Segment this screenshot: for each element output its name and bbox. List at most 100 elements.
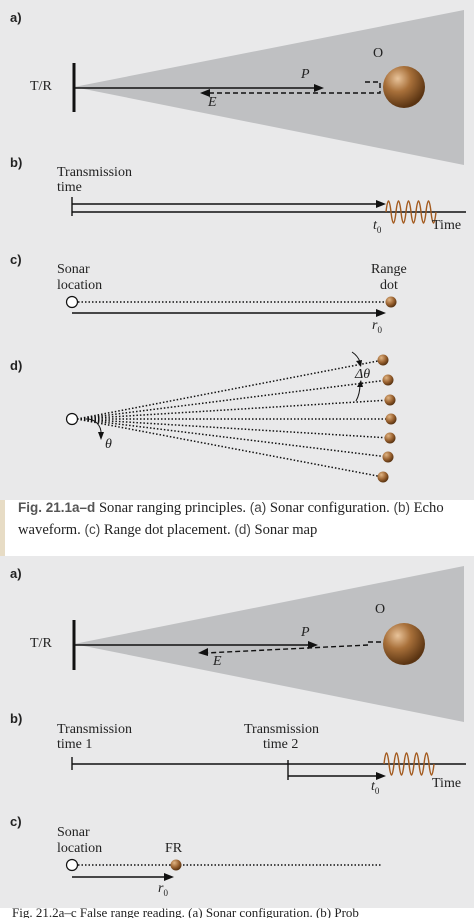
fig1-panel-c-label: c) — [10, 252, 22, 267]
map-range-dot-5 — [384, 432, 396, 444]
sonar-beam-ray-7 — [76, 418, 384, 478]
theta-arrowhead — [98, 432, 104, 440]
fig2-tx2-line1: Transmission — [244, 722, 319, 737]
target-object-sphere — [383, 623, 425, 665]
tof-arrowhead — [376, 772, 386, 780]
caption1-fig-number: Fig. 21.1a–d — [18, 500, 96, 515]
fig1-e-label: E — [208, 95, 217, 110]
caption1-d-text: Sonar map — [250, 522, 318, 538]
fig1-sonar-line2: location — [57, 278, 103, 293]
sonar-origin — [65, 412, 79, 426]
fig1-tr-label: T/R — [30, 79, 52, 94]
fig1-panel-a-label: a) — [10, 10, 22, 25]
map-range-dot-3 — [384, 394, 396, 406]
echo-arrowhead — [200, 89, 210, 97]
pulse-arrowhead — [308, 641, 318, 649]
fig2-r0-label: r0 — [158, 881, 168, 898]
tof-arrowhead — [376, 200, 386, 208]
fig2-tx1-line2: time 1 — [57, 737, 93, 752]
fig1-a-diagram — [72, 10, 464, 165]
delta-theta-arrowhead-lower — [357, 380, 363, 387]
fig1-p-label: P — [301, 67, 310, 82]
t0-sub: 0 — [374, 785, 380, 796]
target-object-sphere — [383, 66, 425, 108]
fig1-dtheta-label: Δθ — [355, 367, 371, 382]
map-range-dot-2 — [382, 374, 394, 386]
fig1-b-diagram — [71, 197, 466, 224]
fig1-r0-label: r0 — [372, 318, 382, 335]
fig2-panel-c-label: c) — [10, 814, 22, 829]
fig1-t0-label: t0 — [373, 218, 382, 235]
fig1-time-label: Time — [432, 218, 462, 233]
figure-2-caption: Fig. 21.2a–c False range reading. (a) So… — [0, 908, 474, 918]
caption1-c-text: Range dot placement. — [100, 522, 235, 538]
figure-1-drawing — [65, 10, 466, 483]
t0-t: t — [373, 218, 377, 233]
fig1-o-label: O — [373, 46, 384, 61]
fig1-tx-line2: time — [57, 180, 82, 195]
pulse-arrowhead — [314, 84, 324, 92]
caption1-b-text: Echo waveform. — [18, 500, 444, 538]
sonar-beam-cone — [74, 566, 464, 722]
caption2-text: Fig. 21.2a–c False range reading. (a) So… — [12, 908, 359, 918]
caption1-c-marker: (c) — [84, 522, 101, 537]
caption1-d-marker: (d) — [234, 522, 251, 537]
echo-path-e — [205, 644, 369, 654]
fig2-panel-b-label: b) — [10, 711, 23, 726]
fig2-tx2-line2: time 2 — [263, 737, 299, 752]
fig2-o-label: O — [375, 602, 386, 617]
map-range-dot-6 — [382, 451, 394, 463]
fig2-fr-label: FR — [165, 841, 183, 856]
fig1-theta-label: θ — [105, 437, 112, 452]
t0-sub: 0 — [376, 224, 382, 235]
fig2-b-diagram — [71, 752, 466, 780]
sonar-beam-ray-5 — [76, 418, 391, 439]
delta-theta-arc-upper — [351, 351, 361, 363]
figure-1-caption: Fig. 21.1a–d Sonar ranging principles. (… — [18, 497, 474, 541]
caption1-title: Sonar ranging principles. — [95, 500, 250, 516]
fig1-sonar-line1: Sonar — [57, 262, 90, 277]
fig2-sonar-line1: Sonar — [57, 825, 90, 840]
delta-theta-arrowhead-upper — [356, 360, 362, 367]
map-range-dot-1 — [377, 354, 389, 366]
caption1-a-marker: (a) — [249, 500, 267, 515]
figure-2-panel: a) T/R P E O b) Transmission time 1 Tran… — [0, 556, 474, 908]
r0-r: r — [372, 318, 378, 333]
t0-t: t — [371, 779, 375, 794]
fig1-panel-b-label: b) — [10, 155, 23, 170]
echo-arrowhead — [198, 648, 208, 656]
page-margin-tab — [0, 436, 5, 564]
sonar-beam-ray-3 — [76, 399, 391, 420]
fig1-range-line1: Range — [371, 262, 407, 277]
sonar-location-dot — [65, 295, 79, 309]
fig2-tx1-line1: Transmission — [57, 722, 132, 737]
r0-sub: 0 — [377, 324, 382, 335]
caption1-b-marker: (b) — [393, 500, 410, 515]
echo-waveform — [385, 200, 437, 224]
echo-path-e — [208, 81, 381, 94]
map-range-dot-4 — [385, 413, 397, 425]
fig1-c-diagram — [65, 295, 397, 317]
fig2-e-label: E — [213, 654, 222, 669]
fig2-p-label: P — [301, 625, 310, 640]
sonar-beam-ray-2 — [76, 379, 389, 420]
map-range-dot-7 — [377, 471, 389, 483]
range-arrowhead — [376, 309, 386, 317]
fig2-sonar-line2: location — [57, 841, 103, 856]
caption1-a-text: Sonar configuration. — [266, 500, 394, 516]
theta-arc — [85, 418, 102, 435]
fig1-tx-line1: Transmission — [57, 165, 132, 180]
echo-waveform — [383, 752, 435, 776]
range-dot — [385, 296, 397, 308]
fig1-d-diagram — [65, 351, 397, 483]
r0-r: r — [158, 881, 164, 896]
fig2-tr-label: T/R — [30, 636, 52, 651]
fig1-panel-d-label: d) — [10, 358, 23, 373]
range-arrowhead — [164, 873, 174, 881]
false-range-dot — [170, 859, 182, 871]
sonar-beam-ray-1 — [76, 359, 384, 420]
sonar-beam-ray-6 — [76, 418, 389, 458]
sonar-location-dot — [65, 858, 79, 872]
fig1-range-line2: dot — [380, 278, 398, 293]
fig2-a-diagram — [72, 566, 464, 722]
